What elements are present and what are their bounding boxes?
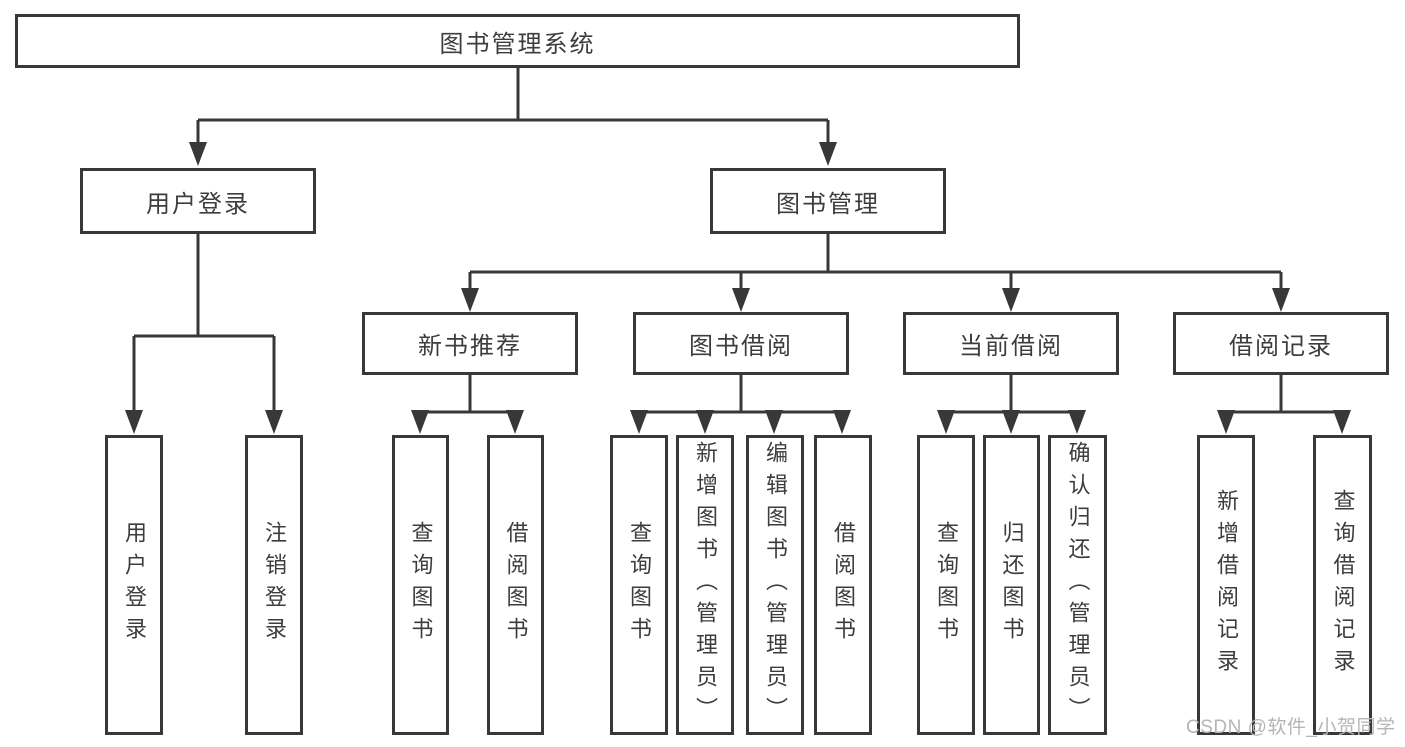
leaf-borrow-books-borrowing: 借阅图书 bbox=[814, 435, 872, 735]
node-borrow-records: 借阅记录 bbox=[1173, 312, 1389, 375]
leaf-logout: 注销登录 bbox=[245, 435, 303, 735]
leaf-query-books-borrowing: 查询图书 bbox=[610, 435, 668, 735]
node-book-borrowing: 图书借阅 bbox=[633, 312, 849, 375]
leaf-user-login: 用户登录 bbox=[105, 435, 163, 735]
leaf-return-book: 归还图书 bbox=[983, 435, 1040, 735]
node-new-book-recommend: 新书推荐 bbox=[362, 312, 578, 375]
leaf-add-borrow-record-label: 新增借阅记录 bbox=[1214, 489, 1239, 681]
leaf-edit-book-admin-label: 编辑图书（管理员） bbox=[763, 441, 788, 729]
leaf-add-borrow-record: 新增借阅记录 bbox=[1197, 435, 1255, 735]
leaf-edit-book-admin: 编辑图书（管理员） bbox=[746, 435, 804, 735]
node-book-management-label: 图书管理 bbox=[776, 190, 880, 218]
leaf-add-book-admin-label: 新增图书（管理员） bbox=[693, 441, 718, 729]
watermark: CSDN @软件_小贺同学 bbox=[1186, 717, 1396, 738]
arrowheads bbox=[125, 142, 1351, 434]
leaf-query-books-recommend: 查询图书 bbox=[392, 435, 449, 735]
leaf-confirm-return-admin: 确认归还（管理员） bbox=[1048, 435, 1107, 735]
node-borrow-records-label: 借阅记录 bbox=[1229, 333, 1333, 360]
leaf-borrow-books-borrowing-label: 借阅图书 bbox=[831, 521, 856, 649]
leaf-borrow-books-recommend-label: 借阅图书 bbox=[503, 521, 529, 649]
leaf-confirm-return-admin-label: 确认归还（管理员） bbox=[1065, 441, 1091, 729]
leaf-query-borrow-record-label: 查询借阅记录 bbox=[1330, 489, 1356, 681]
leaf-add-book-admin: 新增图书（管理员） bbox=[676, 435, 734, 735]
node-current-borrowing: 当前借阅 bbox=[903, 312, 1119, 375]
leaf-query-books-current: 查询图书 bbox=[917, 435, 975, 735]
node-user-login: 用户登录 bbox=[80, 168, 316, 234]
leaf-logout-label: 注销登录 bbox=[262, 521, 287, 649]
leaf-query-books-borrowing-label: 查询图书 bbox=[627, 521, 652, 649]
node-user-login-label: 用户登录 bbox=[146, 190, 250, 218]
leaf-query-borrow-record: 查询借阅记录 bbox=[1313, 435, 1372, 735]
leaf-query-books-recommend-label: 查询图书 bbox=[408, 521, 434, 649]
node-root-label: 图书管理系统 bbox=[439, 30, 596, 58]
leaf-user-login-label: 用户登录 bbox=[122, 521, 147, 649]
node-new-book-recommend-label: 新书推荐 bbox=[418, 333, 522, 360]
leaf-borrow-books-recommend: 借阅图书 bbox=[487, 435, 544, 735]
node-root: 图书管理系统 bbox=[15, 14, 1020, 68]
node-book-management: 图书管理 bbox=[710, 168, 946, 234]
leaf-query-books-current-label: 查询图书 bbox=[934, 521, 959, 649]
node-book-borrowing-label: 图书借阅 bbox=[689, 333, 793, 360]
node-current-borrowing-label: 当前借阅 bbox=[959, 333, 1063, 360]
leaf-return-book-label: 归还图书 bbox=[999, 521, 1025, 649]
